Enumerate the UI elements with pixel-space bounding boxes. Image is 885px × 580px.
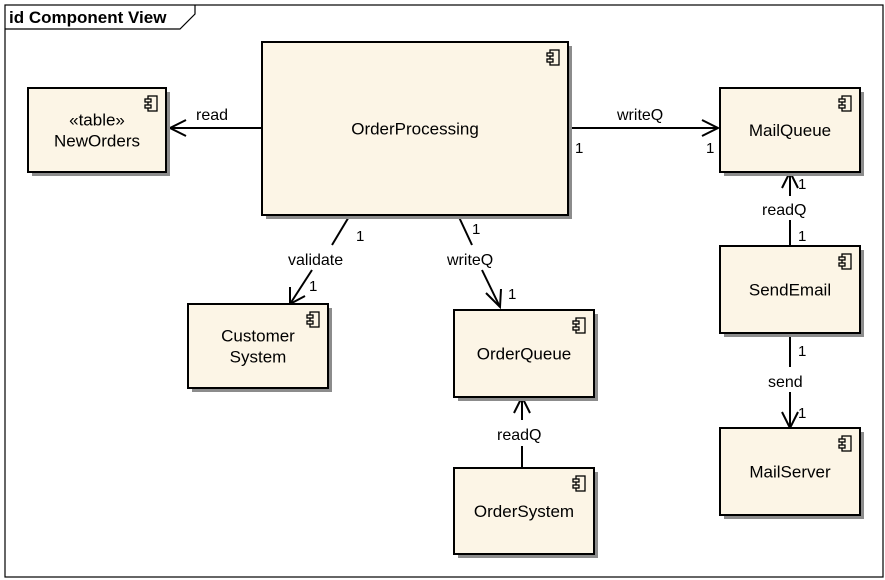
component-icon (306, 311, 320, 328)
component-name: MailServer (749, 463, 831, 482)
component-box (187, 303, 329, 389)
component-order-system[interactable]: OrderSystem (453, 467, 598, 558)
frame-title: id Component View (9, 8, 167, 27)
target-multiplicity: 1 (798, 176, 806, 193)
component-mail-server[interactable]: MailServer (719, 427, 864, 519)
component-mail-queue[interactable]: MailQueue (719, 87, 864, 176)
component-name: OrderSystem (474, 502, 574, 521)
component-order-queue[interactable]: OrderQueue (453, 309, 598, 401)
connector-validate[interactable]: validate 1 1 (288, 214, 364, 306)
component-icon (838, 435, 852, 452)
connectors: read writeQ 1 1 validate 1 1 writeQ 1 1 (167, 107, 806, 468)
component-name: SendEmail (749, 281, 831, 300)
frame-title-tab (5, 5, 196, 30)
source-multiplicity: 1 (798, 228, 806, 245)
source-multiplicity: 1 (575, 140, 583, 157)
component-box (719, 87, 861, 173)
component-box (719, 427, 861, 516)
connector-label: validate (288, 252, 343, 269)
target-multiplicity: 1 (798, 405, 806, 422)
component-box (453, 309, 595, 398)
component-icon (546, 49, 560, 66)
component-box (719, 245, 861, 334)
source-multiplicity: 1 (798, 343, 806, 360)
connector-write-mail-queue[interactable]: writeQ 1 1 (568, 107, 721, 157)
component-box (27, 87, 167, 173)
source-multiplicity: 1 (472, 221, 480, 238)
component-icon (144, 95, 158, 112)
components: «table» NewOrders OrderProcessing MailQueue… (27, 41, 864, 558)
component-new-orders[interactable]: «table» NewOrders (27, 87, 170, 176)
connector-write-order-queue[interactable]: writeQ 1 1 (446, 214, 516, 310)
target-multiplicity: 1 (508, 286, 516, 303)
connector-label: readQ (762, 202, 806, 219)
source-multiplicity: 1 (356, 228, 364, 245)
component-box (453, 467, 595, 555)
target-multiplicity: 1 (309, 278, 317, 295)
component-send-email[interactable]: SendEmail (719, 245, 864, 337)
component-icon (838, 253, 852, 270)
component-icon (838, 95, 852, 112)
connector-read[interactable]: read (167, 107, 262, 137)
target-multiplicity: 1 (706, 140, 714, 157)
component-name: System (230, 348, 287, 367)
component-icon (572, 317, 586, 334)
component-icon (572, 475, 586, 492)
connector-label: read (196, 107, 228, 124)
connector-label: readQ (497, 427, 541, 444)
connector-label: writeQ (616, 107, 663, 124)
component-order-processing[interactable]: OrderProcessing (261, 41, 572, 219)
component-box (261, 41, 569, 216)
component-name: MailQueue (749, 121, 831, 140)
component-name: OrderProcessing (351, 120, 479, 139)
connector-label: send (768, 374, 803, 391)
connector-label: writeQ (446, 252, 493, 269)
component-name: «table» (69, 111, 125, 130)
component-name: OrderQueue (477, 345, 572, 364)
component-name: NewOrders (54, 132, 140, 151)
component-name: Customer (221, 327, 295, 346)
